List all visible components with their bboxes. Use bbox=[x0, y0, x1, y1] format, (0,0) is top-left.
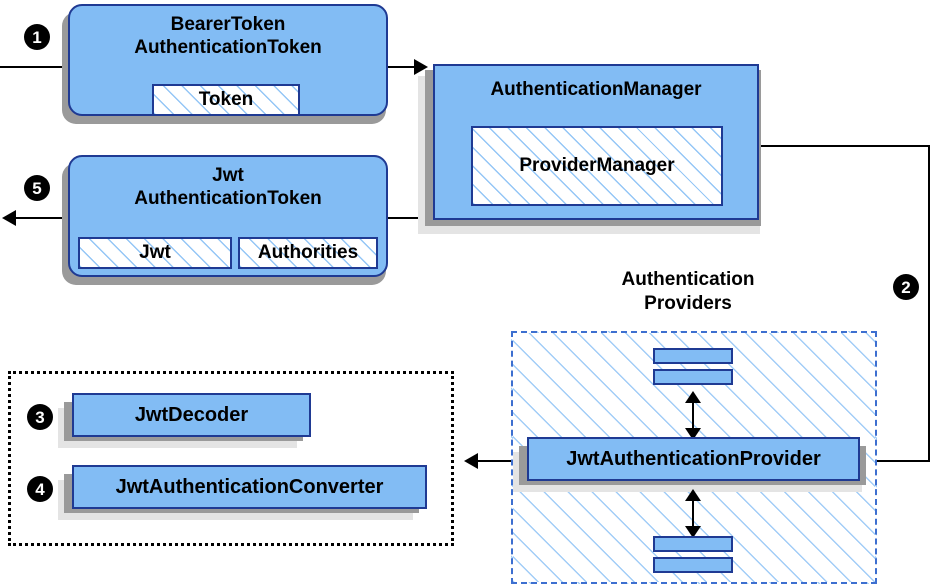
providers-group-label-line2: Providers bbox=[644, 293, 732, 314]
provider-stub-bottom-2 bbox=[653, 557, 733, 573]
jwt-decoder-title: JwtDecoder bbox=[134, 404, 249, 426]
provider-stub-top-2 bbox=[653, 369, 733, 385]
arrowhead-provider-down-bottom bbox=[685, 526, 701, 538]
connector-token-to-manager bbox=[388, 66, 422, 68]
jwt-token-title-line1: Jwt bbox=[212, 165, 244, 186]
authentication-manager-node[interactable]: AuthenticationManager ProviderManager bbox=[433, 64, 759, 220]
connector-into-provider bbox=[872, 460, 930, 462]
badge-step-5: 5 bbox=[24, 175, 50, 201]
arrowhead-to-manager bbox=[414, 59, 428, 75]
jwt-decoder-node[interactable]: JwtDecoder bbox=[72, 393, 311, 437]
jwt-provider-title: JwtAuthenticationProvider bbox=[566, 448, 821, 470]
badge-step-3: 3 bbox=[27, 404, 53, 430]
connector-provider-vertical-bottom bbox=[692, 494, 694, 530]
support-components-frame bbox=[8, 371, 454, 546]
provider-stub-top-1 bbox=[653, 348, 733, 364]
connector-provider-vertical-top bbox=[692, 396, 694, 432]
connector-manager-to-jwttoken bbox=[388, 217, 433, 219]
jwt-token-field-authorities: Authorities bbox=[238, 237, 378, 269]
jwt-provider-node[interactable]: JwtAuthenticationProvider bbox=[527, 437, 860, 481]
arrowhead-response-out bbox=[2, 210, 16, 226]
badge-step-1: 1 bbox=[24, 24, 50, 50]
authentication-manager-field-providermanager: ProviderManager bbox=[471, 126, 723, 206]
provider-stub-bottom-1 bbox=[653, 536, 733, 552]
jwt-token-field-jwt: Jwt bbox=[78, 237, 232, 269]
connector-request-in bbox=[0, 66, 70, 68]
arrowhead-to-support bbox=[464, 453, 478, 469]
authentication-manager-title: AuthenticationManager bbox=[490, 79, 702, 100]
connector-jwttoken-out bbox=[16, 217, 74, 219]
bearer-token-title-line1: BearerToken bbox=[170, 14, 286, 35]
badge-step-2: 2 bbox=[893, 274, 919, 300]
providers-group-label: Authentication Providers bbox=[580, 268, 796, 316]
bearer-token-field-token: Token bbox=[152, 84, 300, 116]
connector-manager-right bbox=[759, 145, 930, 147]
jwt-converter-node[interactable]: JwtAuthenticationConverter bbox=[72, 465, 427, 509]
jwt-token-title-line2: AuthenticationToken bbox=[134, 188, 322, 209]
connector-provider-to-support bbox=[478, 460, 526, 462]
badge-step-4: 4 bbox=[27, 476, 53, 502]
jwt-converter-title: JwtAuthenticationConverter bbox=[115, 476, 384, 498]
jwt-token-node[interactable]: Jwt AuthenticationToken Jwt Authorities bbox=[68, 155, 388, 277]
providers-group-label-line1: Authentication bbox=[621, 269, 755, 290]
bearer-token-title-line2: AuthenticationToken bbox=[134, 37, 322, 58]
connector-manager-down bbox=[928, 145, 930, 461]
bearer-token-node[interactable]: BearerToken AuthenticationToken Token bbox=[68, 4, 388, 116]
